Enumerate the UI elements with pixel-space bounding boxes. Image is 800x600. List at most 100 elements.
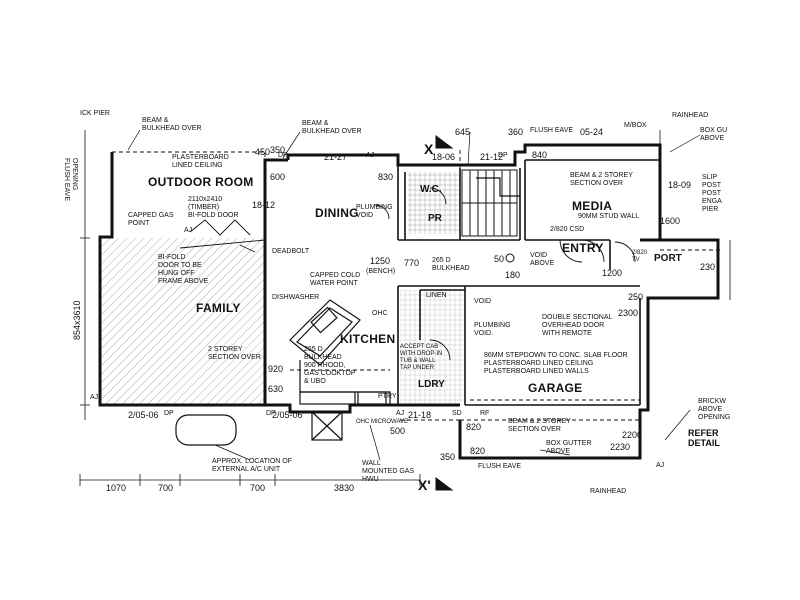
dim-1070: 1070 xyxy=(106,483,127,493)
dim-2118: 21-18 xyxy=(408,410,432,420)
note-approx-ac: APPROX. LOCATION OF EXTERNAL A/C UNIT xyxy=(212,458,292,473)
dim-700: 700 xyxy=(158,483,174,493)
note-ohc-micro: OHC MICROWAVE xyxy=(356,419,408,425)
dim-0524: 05-24 xyxy=(580,127,604,137)
dim-450: 450 xyxy=(255,147,271,157)
note-dishwasher: DISHWASHER xyxy=(272,294,320,301)
wc-tiles xyxy=(408,172,460,234)
laundry-tiles xyxy=(400,290,465,405)
dim-50: 50 xyxy=(494,254,505,264)
dim-1600: 1600 xyxy=(660,216,681,226)
note-two-storey-left: 2 STOREY SECTION OVER xyxy=(208,346,261,361)
room-label-ldry: LDRY xyxy=(418,379,445,390)
note-stud-wall: 90MM STUD WALL xyxy=(578,213,640,220)
dim-180: 180 xyxy=(505,270,521,280)
dim-2300: 2300 xyxy=(618,308,639,318)
note-bulkhead-265: 265 D BULKHEAD xyxy=(432,257,470,272)
note-ptry: PTRY xyxy=(378,393,397,400)
dim-350-bottom: 350 xyxy=(440,452,456,462)
dim-250: 250 xyxy=(628,292,644,302)
dim-sd: SD xyxy=(452,410,462,417)
dim-600: 600 xyxy=(270,172,286,182)
dim-1806: 18-06 xyxy=(432,152,456,162)
dim-aj-3: AJ xyxy=(90,394,99,401)
dim-645: 645 xyxy=(455,127,471,137)
gas-point-marker xyxy=(505,253,515,263)
dim-350: 350 xyxy=(270,145,286,155)
dim-aj-2: AJ xyxy=(366,152,375,159)
room-label-family: FAMILY xyxy=(196,301,241,315)
dim-1812: 18-12 xyxy=(252,200,276,210)
note-rainhead-bottom: RAINHEAD xyxy=(590,488,627,495)
room-label-port: PORT xyxy=(654,253,682,264)
note-timber-door: 2110x2410 (TIMBER) BI-FOLD DOOR xyxy=(188,196,239,219)
note-beam-two-storey-media: BEAM & 2 STOREY SECTION OVER xyxy=(570,172,633,187)
note-flush-eave-bottom: FLUSH EAVE xyxy=(478,463,522,470)
dim-1200: 1200 xyxy=(602,268,623,278)
room-label-dining: DINING xyxy=(315,206,359,220)
room-label-wc: W.C. xyxy=(420,184,442,195)
dim-2105-right: 2/05-06 xyxy=(272,410,303,420)
note-csd: 2/820 CSD xyxy=(550,226,585,233)
note-void-above: VOID ABOVE xyxy=(530,252,555,267)
note-flush-eave-top: FLUSH EAVE xyxy=(530,127,574,134)
note-accept-bin: ACCEPT CAB WITH DROP-IN TUB & WALL TAP U… xyxy=(400,344,443,371)
note-brick-above: BRICKW ABOVE OPENING xyxy=(698,398,731,421)
dim-aj-4: AJ xyxy=(396,410,405,417)
note-wall-gas: WALL MOUNTED GAS HWU xyxy=(362,460,415,483)
note-ohc: OHC xyxy=(372,310,388,317)
external-fixtures xyxy=(175,411,343,446)
dim-630: 630 xyxy=(268,384,284,394)
dim-360: 360 xyxy=(508,127,524,137)
section-marker-bottom: X' xyxy=(418,477,431,493)
dim-920: 920 xyxy=(268,364,284,374)
dim-830: 830 xyxy=(378,172,394,182)
section-markers xyxy=(435,135,454,491)
dim-2127: 21-27 xyxy=(324,152,348,162)
note-beam-bulkhead-top: BEAM & BULKHEAD OVER xyxy=(302,120,362,135)
dim-aj-1: AJ xyxy=(184,227,193,234)
dim-3830: 3830 xyxy=(334,483,355,493)
staircase xyxy=(461,169,520,237)
note-bench: (BENCH) xyxy=(366,268,396,275)
note-void: VOID xyxy=(474,298,492,305)
dim-1250: 1250 xyxy=(370,256,391,266)
dim-230: 230 xyxy=(700,262,716,272)
note-rainhead-top: RAINHEAD xyxy=(672,112,709,119)
dim-dp-4: DP xyxy=(266,410,276,417)
dimension-lines xyxy=(79,130,731,486)
note-mbox: M/BOX xyxy=(624,122,647,129)
room-label-kitchen: KITCHEN xyxy=(340,332,396,346)
dim-dp-3: DP xyxy=(164,410,174,417)
family-slab-hatch xyxy=(100,238,265,404)
kitchen-island xyxy=(289,299,361,366)
note-beam-bulkhead-left: BEAM & BULKHEAD OVER xyxy=(142,117,202,132)
dim-500: 500 xyxy=(390,426,406,436)
dim-2105-left: 2/05-06 xyxy=(128,410,159,420)
dim-1809: 18-09 xyxy=(668,180,692,190)
room-label-media: MEDIA xyxy=(572,199,613,213)
note-bifold-hung: BI-FOLD DOOR TO BE HUNG OFF FRAME ABOVE xyxy=(158,254,209,285)
dim-854: 854x3610 xyxy=(72,300,82,340)
room-label-entry: ENTRY xyxy=(562,241,604,255)
note-plumbing-void-ldry: PLUMBING VOID. xyxy=(474,322,511,337)
note-capped-cold: CAPPED COLD WATER POINT xyxy=(310,272,361,287)
note-bulkhead-kitchen: 265 D BULKHEAD 900 RHOOD, GAS COOKTOP & … xyxy=(304,346,356,385)
dim-770: 770 xyxy=(404,258,420,268)
section-marker-top: X xyxy=(424,141,434,157)
note-tv: 2/820 TV xyxy=(632,250,648,263)
note-box-gutter-right: BOX GU ABOVE xyxy=(700,127,728,142)
note-capped-gas: CAPPED GAS POINT xyxy=(128,212,174,227)
note-brick-pier: ICK PIER xyxy=(80,110,110,117)
dashed-lines xyxy=(112,150,720,421)
dim-840: 840 xyxy=(532,150,548,160)
dim-2230: 2230 xyxy=(610,442,631,452)
note-refer-detail: REFER DETAIL xyxy=(688,428,720,448)
note-double-door: DOUBLE SECTIONAL OVERHEAD DOOR WITH REMO… xyxy=(542,314,613,337)
note-plasterboard-ceiling: PLASTERBOARD LINED CEILING xyxy=(172,154,229,169)
note-opening: OPENING FLUSH EAVE xyxy=(63,158,78,202)
dim-dp-2: DP xyxy=(498,152,508,159)
dim-700-b: 700 xyxy=(250,483,266,493)
dim-820-b: 820 xyxy=(470,446,486,456)
